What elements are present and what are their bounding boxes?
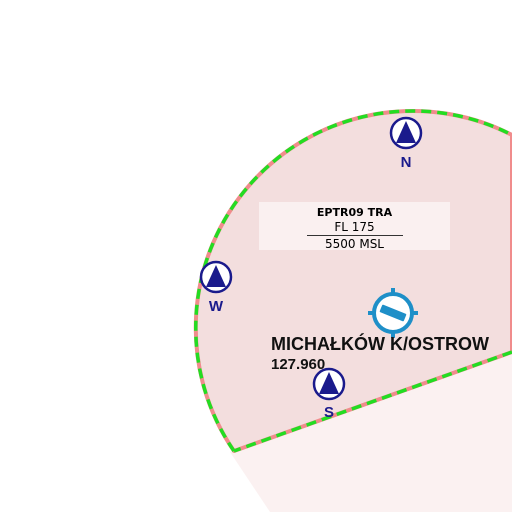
reporting-point-w-label: W bbox=[208, 298, 224, 315]
zone-limit-divider bbox=[306, 235, 403, 236]
airport-name[interactable]: MICHAŁKÓW K/OSTROW bbox=[271, 334, 489, 354]
zone-name: EPTR09 TRA bbox=[316, 206, 393, 219]
restricted-zone-area[interactable] bbox=[193, 109, 512, 453]
zone-upper-limit: FL 175 bbox=[334, 220, 375, 234]
adjacent-area bbox=[230, 350, 512, 512]
airfield-icon[interactable] bbox=[368, 288, 418, 338]
reporting-point-n-icon[interactable] bbox=[389, 116, 423, 150]
zone-lower-limit: 5500 MSL bbox=[324, 237, 384, 251]
reporting-point-w-icon[interactable] bbox=[199, 260, 233, 294]
reporting-point-s-label: S bbox=[323, 404, 334, 421]
reporting-point-n-label: N bbox=[400, 154, 412, 171]
restricted-zone-border-dashed bbox=[194, 109, 512, 453]
zone-label: EPTR09 TRA FL 175 5500 MSL bbox=[259, 202, 450, 251]
airport-frequency: 127.960 bbox=[271, 356, 326, 373]
reporting-point-s-icon[interactable] bbox=[312, 367, 346, 401]
